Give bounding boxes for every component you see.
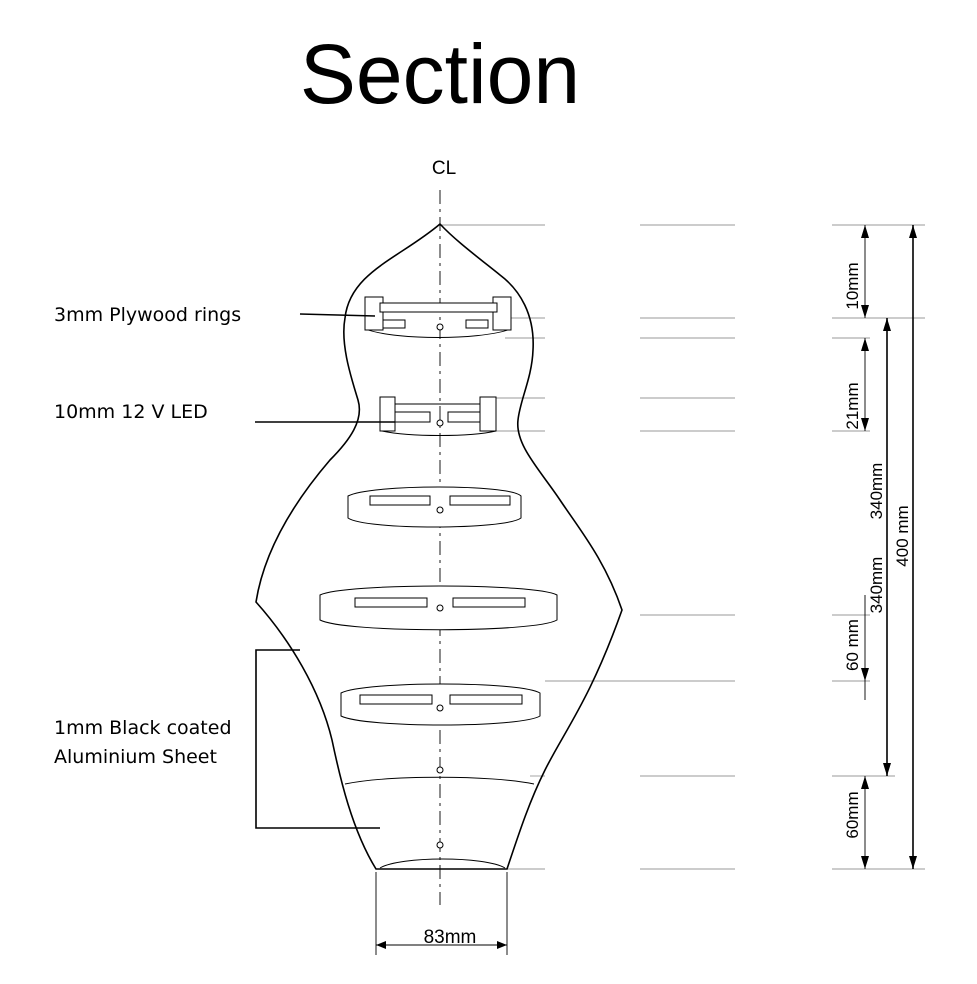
mount-point-1 [436, 766, 444, 774]
dim-mid-label: 60 mm [843, 619, 862, 671]
mount-point-2 [436, 841, 444, 849]
dimension-chain [861, 225, 917, 869]
plywood-rings-leader [299, 313, 376, 317]
plywood-ring-5 [340, 683, 541, 726]
base-rim [379, 858, 506, 869]
dim-inner-repeat-label: 340mm [867, 557, 886, 614]
plywood-ring-4 [319, 585, 558, 631]
dim-overall-label: 400 mm [893, 505, 912, 566]
sheet-label-line2: Aluminium Sheet [54, 746, 217, 768]
plywood-ring-3 [347, 486, 522, 528]
dim-top-label: 10mm [843, 262, 862, 309]
base-width-label: 83mm [424, 927, 477, 948]
led-label: 10mm 12 V LED [54, 401, 208, 423]
page-title: Section [300, 27, 580, 121]
dim-bottom-label: 60mm [843, 791, 862, 838]
dim-led-gap-label: 21mm [843, 382, 862, 429]
dim-inner-label: 340mm [867, 463, 886, 520]
sheet-leader-bracket [255, 649, 380, 829]
led-ring [379, 396, 497, 436]
lamp-outline [255, 222, 623, 870]
plywood-ring-1 [364, 296, 512, 338]
reference-lines [440, 224, 925, 870]
centerline-label: CL [432, 158, 456, 179]
lower-band-seam [344, 776, 535, 785]
sheet-label-line1: 1mm Black coated [54, 717, 232, 739]
plywood-rings-label: 3mm Plywood rings [54, 304, 241, 326]
base-width-dimension [375, 872, 508, 955]
